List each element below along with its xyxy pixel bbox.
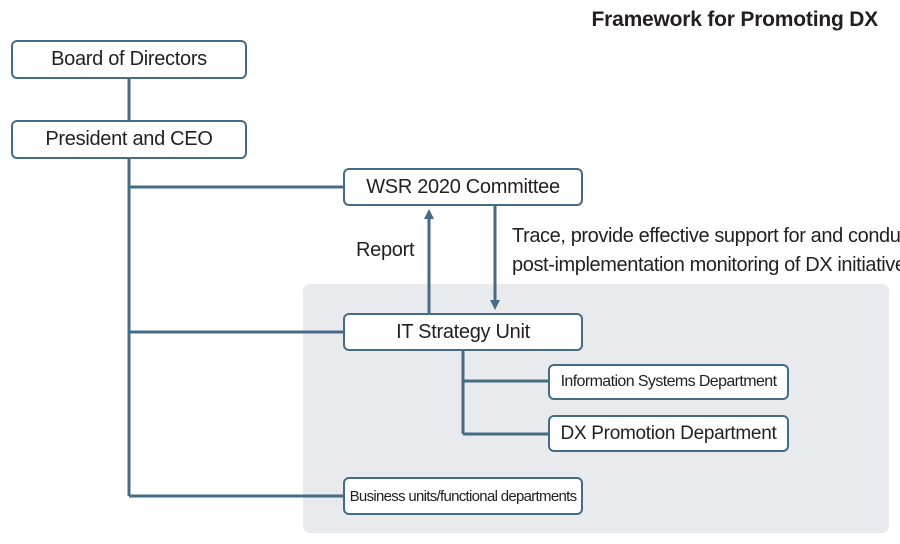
- wsr-committee-box: WSR 2020 Committee: [343, 168, 583, 206]
- report-label: Report: [356, 239, 415, 261]
- it-strategy-unit-box: IT Strategy Unit: [343, 313, 583, 351]
- trace-label-line2: post-implementation monitoring of DX ini…: [512, 254, 900, 276]
- trace-label: Trace, provide effective support for and…: [512, 222, 900, 280]
- trace-label-line1: Trace, provide effective support for and…: [512, 225, 900, 247]
- president-ceo-box: President and CEO: [11, 120, 247, 159]
- business-units-box: Business units/functional departments: [343, 477, 583, 515]
- information-systems-box: Information Systems Department: [548, 364, 789, 400]
- diagram-title: Framework for Promoting DX: [591, 8, 878, 31]
- dx-promotion-box: DX Promotion Department: [548, 415, 789, 452]
- board-of-directors-box: Board of Directors: [11, 40, 247, 79]
